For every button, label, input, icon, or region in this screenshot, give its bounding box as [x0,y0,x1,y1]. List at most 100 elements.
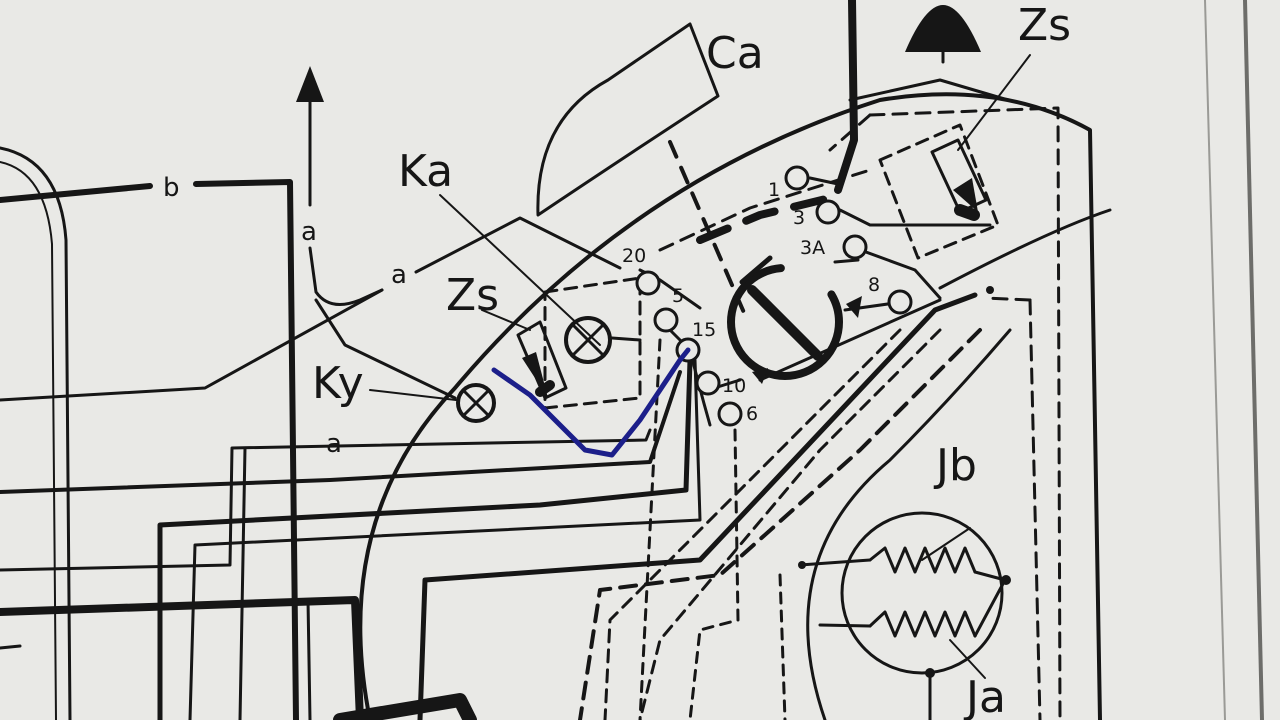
light-switch-rotor [747,285,823,361]
ka-lamp-cross [570,322,606,358]
main-cable-top [834,0,858,194]
horn-icon [905,5,981,52]
housing-arc-outer [358,92,1102,720]
jb-lead-left [798,558,872,567]
label-ky: Ky [312,358,364,409]
zs-right-resistor [930,138,988,214]
junction-node [986,286,994,294]
t3-link [838,208,992,227]
label-terminal-3: 3 [793,207,805,229]
label-terminal-5: 5 [672,285,684,307]
jb-ja-lamp-circle [840,511,1004,675]
label-wire-a-diagonal: a [391,260,407,290]
terminal-3a [842,234,868,260]
ka-lead [610,336,642,342]
wire-bundle-6 [238,446,247,720]
dashed-run-4 [688,428,740,720]
terminal-10 [695,370,721,396]
ka-lamp [564,316,612,364]
wire-b-left [0,183,153,203]
label-wire-a-vertical: a [301,217,317,247]
dashed-top-link [828,113,872,152]
left-conduit-outer [0,146,72,720]
switch-contact-arrow [846,296,862,318]
label-terminal-3a: 3A [800,237,825,259]
dashed-run-5 [778,573,787,720]
wire-bundle-7 [306,598,312,720]
dashed-right-inner [1028,298,1042,720]
label-terminal-10: 10 [722,375,746,397]
zs-right-arrowhead [953,178,978,212]
label-jb: Jb [933,440,977,491]
light-switch-rotor-cap [739,255,773,285]
zs-right-arrow [954,204,980,221]
label-ka: Ka [398,146,453,197]
light-switch-dial [727,264,843,380]
label-wire-b: b [163,173,180,203]
ky-leader [369,389,457,401]
label-terminal-1: 1 [768,179,780,201]
marker-annotation [491,347,691,458]
top-bridge [848,78,1010,102]
label-terminal-15: 15 [692,319,716,341]
jb-leader [921,527,971,561]
wire-stub [0,644,22,650]
dashed-run-3 [603,328,902,720]
dashed-right-outer [868,106,1062,720]
wire-bundle-1 [0,370,682,494]
label-terminal-20: 20 [622,245,646,267]
label-terminal-6: 6 [746,403,758,425]
terminal-6 [717,401,743,427]
label-zs-left: Zs [446,270,499,321]
jb-node-left [798,561,806,569]
ca-meter-outline [536,22,720,217]
wire-bundle-8 [417,292,978,720]
jb-ja-node-right [1001,575,1011,585]
label-wire-a-bottom: a [326,429,342,459]
terminal-20 [635,270,661,296]
dashed-heavy-run [578,328,982,720]
wire-a-diagonal [414,216,622,274]
label-zs-right: Zs [1018,0,1071,51]
zs-right-leader [957,54,1031,151]
thick-ground [333,693,477,720]
wire-bundle-3 [157,357,693,720]
wire-bundle-4 [0,596,364,720]
zs-left-leader [481,309,531,331]
wire-bundle-5 [188,358,702,720]
dashed-heavy-upper [696,194,834,244]
housing-arc-right [938,208,1112,290]
zs-ka-box [543,276,642,410]
wire-a-vertical-lower [308,246,384,306]
ja-leader [949,639,986,679]
ky-lamp [456,383,496,423]
ja-filament [868,610,977,638]
switch-lower-arrow [752,368,768,384]
wire-left-diagonal [0,288,384,402]
ky-lamp-cross [461,388,491,418]
ja-lead-left [818,623,872,628]
t3a-link [853,246,942,300]
label-ja: Ja [963,672,1006,720]
page-border [1243,0,1264,720]
label-terminal-8: 8 [868,274,880,296]
dashed-run-6 [638,338,662,720]
dashed-upper-link [658,168,872,252]
jb-filament [868,546,977,574]
zs-left-arrowhead [522,352,548,398]
terminal-8 [887,289,913,315]
wire-a-arrowhead [296,66,324,102]
t10-out [758,298,942,382]
t3a-to-switch [833,258,860,264]
wire-bundle-2 [0,428,652,572]
label-ca: Ca [706,28,764,79]
page-edge [1204,0,1226,720]
dashed-junction [983,296,1032,302]
jb-arc [806,328,1012,720]
dashed-run-2 [638,328,942,720]
ka-leader [439,194,601,346]
terminal-1 [784,165,810,191]
jb-ja-node-bottom [925,668,935,678]
